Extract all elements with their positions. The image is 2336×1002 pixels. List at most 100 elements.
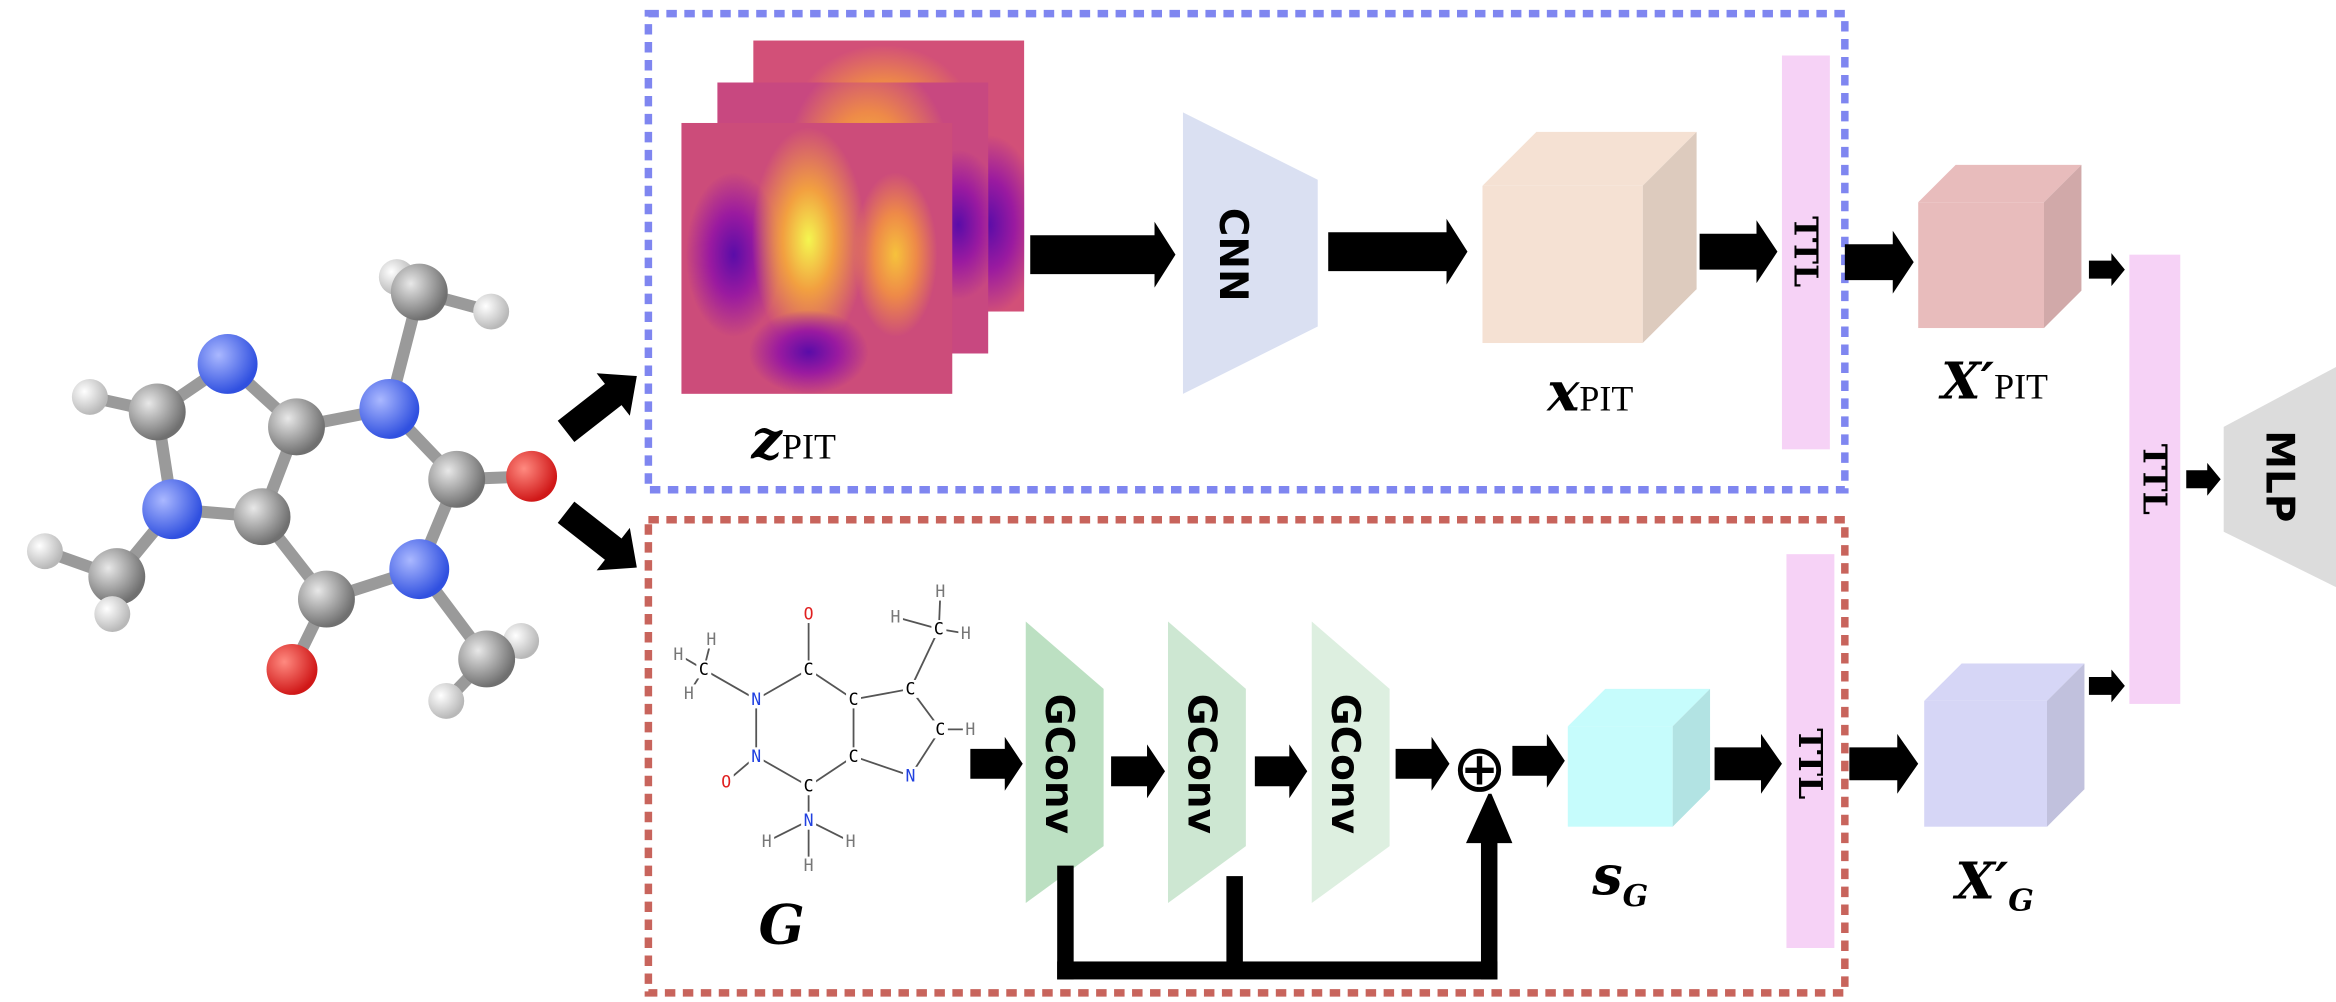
graph-atom-label: H (706, 630, 716, 649)
atom-sphere (458, 630, 516, 688)
graph-atom-label: H (762, 832, 772, 851)
atom-sphere (473, 293, 510, 330)
mlp-block (2223, 366, 2336, 588)
graph-atom-label: C (934, 620, 944, 639)
graph-bond (853, 755, 911, 777)
pit-branch-box (644, 9, 1849, 494)
gconv-block-1: GConv (1025, 621, 1104, 904)
label-x-pit: xPIT (1546, 359, 1633, 423)
graph-bond (755, 668, 810, 701)
graph-atom-label: H (673, 645, 683, 664)
graph-atom-label: O (804, 605, 814, 624)
gconv-label: GConv (1322, 694, 1367, 834)
atom-sphere (268, 398, 325, 456)
label-x-prime-g: X′G (1952, 852, 2034, 919)
skip-connections (1057, 793, 1513, 980)
graph-atom-label: H (684, 684, 694, 703)
label-graph: G (759, 892, 805, 956)
arrow (1030, 221, 1176, 288)
atom-sphere (506, 450, 558, 502)
graph-atom-label: C (804, 660, 814, 679)
flow-arrows (557, 218, 2221, 799)
graph-atom-label: C (804, 777, 814, 796)
ttl-label-graph: TTL (1791, 728, 1830, 799)
s-g-cube (1567, 688, 1711, 827)
atom-sphere (71, 378, 108, 415)
graph-atom-label: H (804, 856, 814, 875)
graph-bond (703, 668, 757, 701)
ttl-bar-graph (1786, 554, 1835, 948)
arrow (1328, 218, 1468, 285)
label-z-pit: zPIT (750, 407, 836, 471)
graph-atom-label: C (849, 690, 859, 709)
heatmap-front (681, 122, 953, 394)
atom-sphere (197, 334, 258, 394)
graph-atom-label: C (699, 660, 709, 679)
arrow (1111, 744, 1166, 799)
graph-atom-label: H (846, 832, 856, 851)
atom-sphere (297, 570, 355, 628)
arrow-to-pit (557, 373, 637, 442)
atom-sphere (94, 596, 131, 633)
arrow (2088, 669, 2125, 703)
graph-atom-label: C (849, 747, 859, 766)
graph-bond (853, 688, 911, 701)
gconv-label: GConv (1178, 694, 1223, 834)
caffeine-3d-molecule (26, 259, 558, 719)
x-prime-g-cube (1924, 663, 2085, 827)
gconv-block-3: GConv (1311, 621, 1390, 904)
arrow-to-graph (557, 501, 637, 571)
atom-sphere (266, 644, 318, 695)
atom-sphere (428, 682, 465, 719)
label-x-prime-pit: X′PIT (1938, 351, 2048, 411)
graph-atom-label: N (905, 766, 915, 785)
atom-sphere (26, 533, 63, 570)
arrow (1512, 733, 1565, 788)
graph-atom-label: N (751, 747, 761, 766)
arrow (2088, 253, 2125, 287)
graph-bond (909, 628, 940, 690)
graph-atom-label: O (721, 772, 731, 791)
arrow (1844, 230, 1914, 294)
arrow (2186, 462, 2221, 496)
ttl-bar-fusion (2129, 254, 2181, 704)
gconv-block-2: GConv (1168, 621, 1246, 904)
atom-sphere (88, 548, 146, 606)
atom-sphere (233, 488, 291, 546)
graph-atom-label: H (935, 582, 945, 601)
graph-atom-label: C (905, 679, 915, 698)
ttl-label-pit: TTL (1786, 216, 1825, 287)
arrow (1699, 220, 1778, 284)
atom-sphere (390, 263, 448, 321)
pit-heatmap-stack (681, 40, 1025, 394)
graph-atom-label: N (804, 811, 814, 830)
ttl-label-fusion: TTL (2135, 444, 2174, 515)
graph-atom-label: H (961, 624, 971, 643)
label-s-g: sG (1591, 843, 1648, 914)
atom-sphere (142, 479, 203, 540)
cnn-label: CNN (1210, 208, 1255, 302)
atom-sphere (428, 450, 486, 508)
x-pit-cube (1482, 131, 1697, 344)
graph-atom-label: N (751, 690, 761, 709)
atom-sphere (359, 378, 420, 439)
mlp-label: MLP (2257, 430, 2302, 522)
atom-sphere (128, 383, 186, 441)
arrow (1395, 736, 1450, 791)
arrow (1849, 733, 1919, 794)
arrow (970, 736, 1023, 791)
graph-branch-box (644, 515, 1849, 997)
arrow (1714, 733, 1782, 794)
sum-operator: ⊕ (1452, 730, 1507, 807)
graph-atom-label: C (935, 720, 945, 739)
ttl-bar-pit (1781, 55, 1830, 450)
atom-sphere (389, 539, 450, 600)
arrow (1254, 744, 1308, 799)
graph-atom-label: H (891, 608, 901, 627)
cnn-block (1182, 112, 1318, 394)
graph-bond (755, 755, 810, 788)
x-prime-pit-cube (1918, 164, 2082, 329)
graph-atom-label: H (965, 720, 975, 739)
